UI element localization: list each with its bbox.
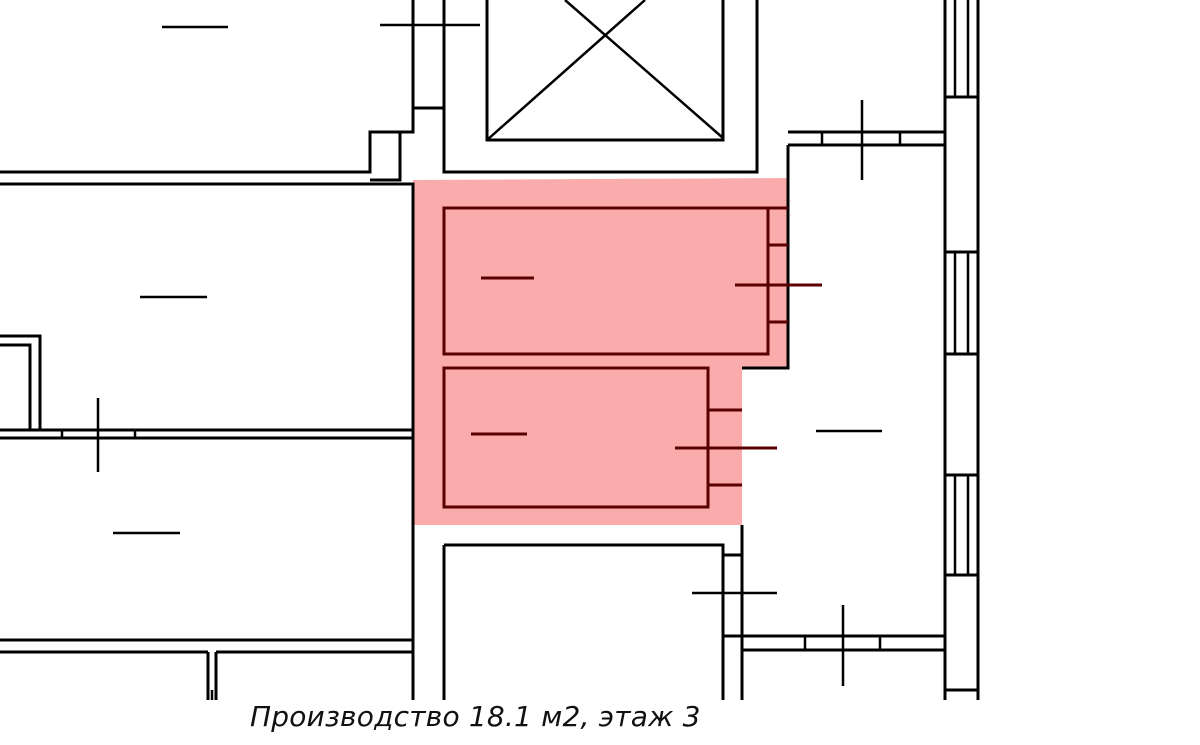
room-markers	[96, 23, 882, 686]
highlighted-unit-area	[413, 178, 788, 525]
highlighted-rooms	[442, 206, 822, 509]
walls	[0, 0, 980, 700]
elevator-shaft	[442, 0, 759, 174]
unit-caption: Производство 18.1 м2, этаж 3	[250, 700, 701, 733]
